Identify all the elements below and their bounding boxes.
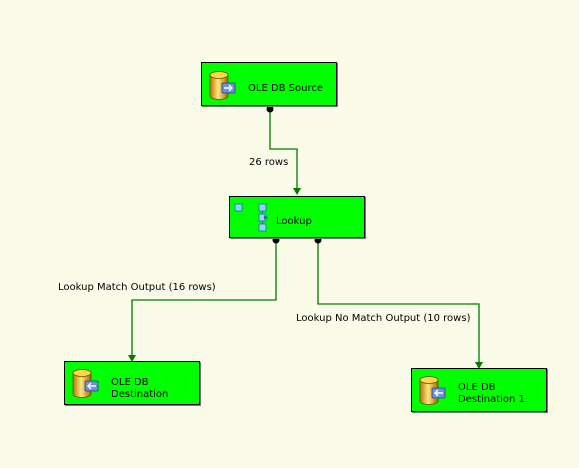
connector-label-lookup-match: Lookup Match Output (16 rows) xyxy=(58,282,216,293)
connector-label-26-rows: 26 rows xyxy=(249,157,289,168)
lookup-label: Lookup xyxy=(276,216,312,227)
database-destination-icon xyxy=(419,376,446,405)
connector-lookup-no-match[interactable] xyxy=(314,236,484,370)
ole-db-destination-1-label-line1: OLE DB xyxy=(458,382,496,393)
database-destination-icon xyxy=(72,369,99,398)
connector-lookup-match[interactable] xyxy=(128,236,280,363)
ole-db-destination-1-component[interactable]: OLE DB Destination 1 xyxy=(411,368,547,412)
database-source-icon xyxy=(209,71,236,100)
ole-db-source-component[interactable]: OLE DB Source xyxy=(201,62,337,106)
ole-db-destination-component[interactable]: OLE DB Destination xyxy=(64,361,200,405)
connector-label-lookup-no-match: Lookup No Match Output (10 rows) xyxy=(296,313,471,324)
connector-source-to-lookup[interactable] xyxy=(266,105,302,196)
lookup-component[interactable]: Lookup xyxy=(229,196,365,238)
ole-db-destination-label-line2: Destination xyxy=(111,389,169,400)
lookup-icon xyxy=(234,203,268,232)
ole-db-destination-label-line1: OLE DB xyxy=(111,377,149,388)
ole-db-source-label: OLE DB Source xyxy=(248,83,324,94)
ole-db-destination-1-label-line2: Destination 1 xyxy=(458,394,525,405)
